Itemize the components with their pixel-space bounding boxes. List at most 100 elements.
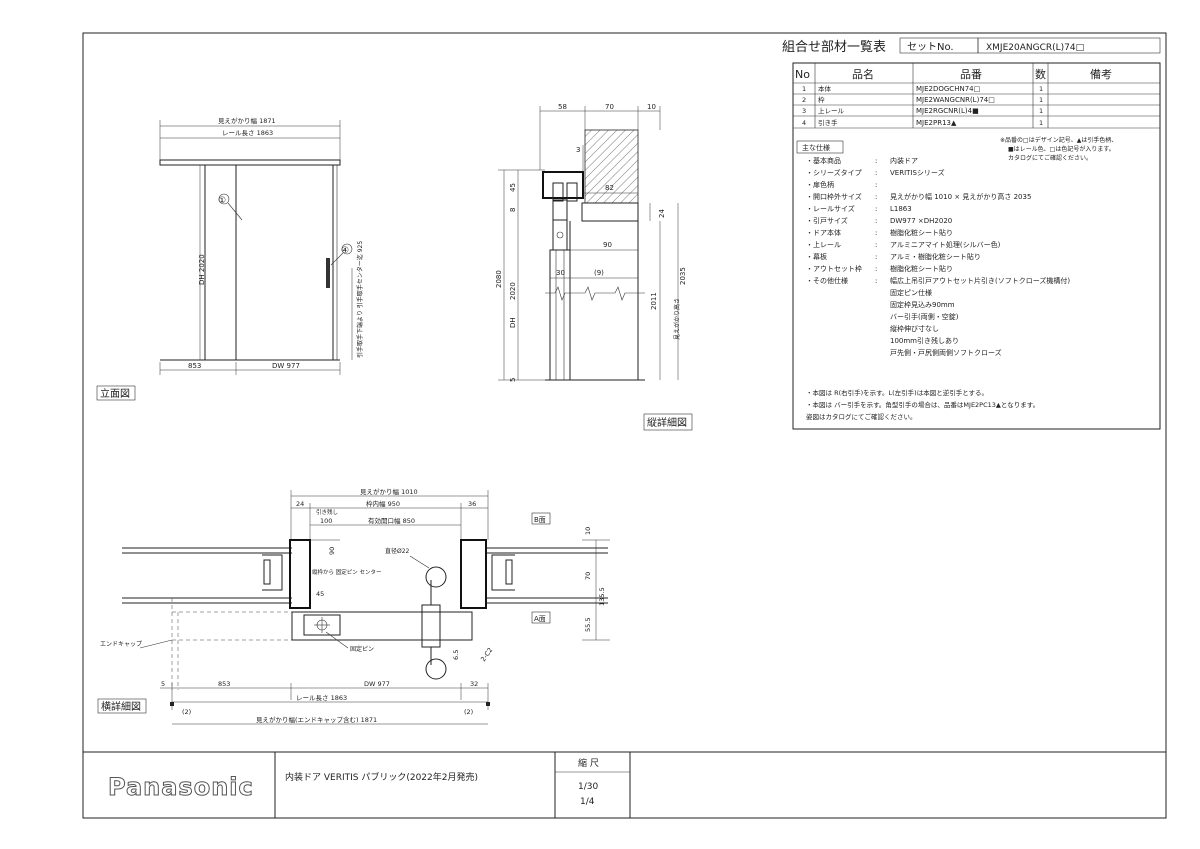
row-code: MJE2RGCNR(L)4■ [916,107,979,115]
row-no: 3 [802,107,806,115]
spec-value: アルミニアマイト処理(シルバー色) [890,240,1001,249]
row-code: MJE2PR13▲ [916,119,957,127]
spec-value: 樹脂化粧シート貼り [890,228,953,237]
doc-title: 内装ドア VERITIS パブリック(2022年2月発売) [285,771,478,783]
spec-key: ・幕板 [806,252,827,261]
hdim-6-5: 6.5 [452,650,460,660]
hdim-45: 45 [316,590,324,598]
col-header-note: 備考 [1090,68,1112,81]
dim-visible-width: 見えがかり幅 1871 [218,116,276,125]
hdim-1010: 見えがかり幅 1010 [360,487,418,496]
hdim-5: 5 [161,680,165,688]
row-qty: 1 [1039,107,1043,115]
hdim-100: 100 [320,517,332,525]
horizontal-detail-label: 横詳細図 [101,700,141,713]
hdim-135-5: 135.5 [598,587,606,606]
dim-dw: DW 977 [272,362,300,370]
spec-colon: : [875,277,877,285]
wall-section-hatch [584,129,639,204]
hdim-rail-length: レール長さ 1863 [296,694,347,702]
vdim-10: 10 [647,103,656,111]
table-row: 2 枠 MJE2WANGCNR(L)74□ 1 [802,95,1043,104]
spec-key: ・ドア本体 [806,228,841,237]
spec-key: ・その他仕様 [806,276,848,285]
sheet-border [82,32,1167,819]
spec-colon: : [875,241,877,249]
hdim-10: 10 [584,527,592,535]
vdim-2080: 2080 [495,270,503,288]
spec-value: 見えがかり幅 1010 × 見えがかり高さ 2035 [890,192,1031,201]
b-side-label: B面 [534,516,546,524]
vdim-2020: 2020 [509,282,517,300]
vdim-58: 58 [558,103,567,111]
spec-extra: 固定枠見込み90mm [890,300,955,309]
balloon-1: ① [218,196,226,206]
dim-rail-length: レール長さ 1863 [222,129,273,137]
row-name: 上レール [818,106,845,115]
vdim-8: 8 [509,208,517,212]
spec-colon: : [875,205,877,213]
spec-extra: 100mm引き残しあり [890,336,959,345]
vertical-section-view: 58 70 10 3 82 90 [495,103,693,431]
scale-label: 縮 尺 [578,757,599,769]
hdim-55-5: 55.5 [584,618,592,632]
spec-colon: : [875,229,877,237]
dim-dh: DH 2020 [198,254,206,285]
spec-colon: : [875,169,877,177]
col-header-code: 品番 [960,68,982,81]
row-name: 本体 [818,84,832,93]
spec-key: ・シリーズタイプ [806,168,862,177]
spec-value: L1863 [890,205,912,213]
table-row: 1 本体 MJE2DOGCHN74□ 1 [802,84,1043,93]
spec-colon: : [875,217,877,225]
horizontal-section-view: 見えがかり幅 1010 24 枠内幅 950 36 引き残し 100 有効開口幅… [97,487,610,725]
vdim-45: 45 [509,183,517,192]
spec-key: ・扉色柄 [806,180,834,189]
spec-colon: : [875,265,877,273]
hdim-fixed-pin: 固定ピン [350,645,374,653]
spec-key: ・レールサイズ [806,204,855,213]
spec-footer-line: ・本図は バー引手を示す。角型引手の場合は、品番はMJE2PC13▲となります。 [806,400,1039,409]
spec-colon: : [875,253,877,261]
spec-footer-line: 姿図はカタログにてご確認ください。 [806,412,917,421]
col-header-qty: 数 [1035,68,1046,81]
spec-colon: : [875,157,877,165]
col-header-name: 品名 [852,67,874,81]
door-handle-bar [326,258,330,288]
spec-value: 樹脂化粧シート貼り [890,264,953,273]
spec-colon: : [875,181,877,189]
a-side-label: A面 [534,615,546,623]
vdim-70: 70 [605,103,614,111]
row-name: 引き手 [818,118,838,127]
parts-table: No 品名 品番 数 備考 1 本体 MJE2DOGCHN74□ 1 2 枠 M… [792,62,1161,430]
spec-list: ・基本商品 : 内装ドア ・シリーズタイプ : VERITISシリーズ ・扉色柄… [806,156,1070,357]
spec-key: ・引戸サイズ [806,216,848,225]
hdim-diameter: 直径Ø22 [385,547,410,555]
spec-key: ・アウトセット枠 [806,264,862,273]
balloon-4: ④ [341,246,349,256]
hdim-total-width: 見えがかり幅(エンドキャップ含む) 1871 [256,715,377,724]
vdim-3: 3 [576,146,580,154]
spec-footer-line: ・本図は R(右引手)を示す。L(左引手)は本図と逆引手とする。 [806,388,988,397]
vdim-82: 82 [605,184,614,192]
panasonic-logo: Panasonic [108,773,254,801]
spec-note-line: ※品番の□はデザイン記号、▲は引手色柄、 [1000,136,1117,144]
vdim-90: 90 [603,241,612,249]
spec-value: DW977 ×DH2020 [890,217,952,225]
row-no: 2 [802,96,806,104]
handle-knob-top [425,566,447,588]
vdim-2035: 2035 [679,267,687,285]
vdim-24: 24 [658,209,666,218]
spec-extra: 戸先側・戸尻側両側ソフトクローズ [890,348,1002,357]
title-block: Panasonic 内装ドア VERITIS パブリック(2022年2月発売) … [108,752,631,818]
set-number-label: セットNo. [907,41,954,53]
spec-heading: 主な仕様 [802,143,830,152]
spec-extra: 固定ピン仕様 [890,288,932,297]
hdim-dw: DW 977 [364,680,390,688]
hdim-32: 32 [470,680,478,688]
handle-knob-bottom [425,658,447,680]
spec-key: ・基本商品 [806,156,841,165]
elevation-view: 見えがかり幅 1871 レール長さ 1863 ① ④ DH 2020 引手取手下… [96,116,364,401]
hdim-pin-center: 縦枠から 固定ピン センター [312,568,382,576]
